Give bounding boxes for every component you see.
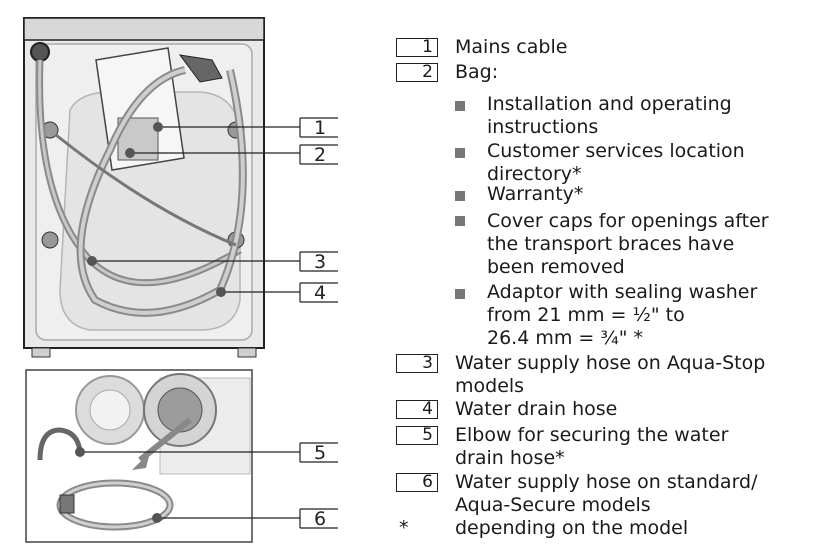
bag-item-5-line-3: 26.4 mm = ¾" *: [487, 327, 644, 349]
bag-item-2-line-1: Customer services location: [487, 140, 745, 162]
legend-number-2: 2: [396, 63, 438, 82]
callout-2-label: 2: [314, 144, 326, 166]
bag-item-2-line-2: directory*: [487, 163, 582, 185]
callout-4: 4: [216, 282, 338, 304]
callout-3-label: 3: [314, 251, 326, 273]
legend-text-4: Water drain hose: [455, 398, 618, 420]
callout-1-label: 1: [314, 117, 326, 139]
legend-number-3: 3: [396, 354, 438, 373]
bag-item-5-line-2: from 21 mm = ½" to: [487, 304, 685, 326]
machine-back-view: [23, 17, 265, 358]
bag-item-4-line-3: been removed: [487, 256, 625, 278]
bag-item-bullet: [455, 191, 465, 201]
legend-number-1: 1: [396, 38, 438, 57]
callout-5: 5: [75, 442, 338, 464]
legend-text-5-line-1: Elbow for securing the water: [455, 424, 729, 446]
legend-text-5-line-2: drain hose*: [455, 447, 565, 469]
legend-text-1: Mains cable: [455, 36, 568, 58]
legend-text-3-line-1: Water supply hose on Aqua-Stop: [455, 352, 766, 374]
callout-3: 3: [87, 251, 338, 273]
legend-text-6-line-2: Aqua-Secure models: [455, 494, 651, 516]
accessories-inset: [25, 369, 253, 543]
callout-6-label: 6: [314, 508, 326, 530]
bag-item-bullet: [455, 289, 465, 299]
callout-4-label: 4: [314, 282, 326, 304]
bag-item-4-line-1: Cover caps for openings after: [487, 210, 769, 232]
legend-number-5: 5: [396, 426, 438, 445]
bag-item-bullet: [455, 148, 465, 158]
footnote-text: depending on the model: [455, 517, 689, 539]
callout-1: 1: [153, 117, 338, 139]
bag-item-3-line-1: Warranty*: [487, 183, 584, 205]
bag-item-1-line-2: instructions: [487, 116, 599, 138]
legend-number-6: 6: [396, 473, 438, 492]
bag-item-bullet: [455, 216, 465, 226]
callout-2: 2: [125, 144, 338, 166]
legend-text-3-line-2: models: [455, 375, 525, 397]
bag-item-5-line-1: Adaptor with sealing washer: [487, 281, 758, 303]
callout-6: 6: [152, 508, 338, 530]
bag-item-1-line-1: Installation and operating: [487, 93, 732, 115]
legend-number-4: 4: [396, 400, 438, 419]
callout-5-label: 5: [314, 442, 326, 464]
bag-item-4-line-2: the transport braces have: [487, 233, 735, 255]
legend-text-6-line-1: Water supply hose on standard/: [455, 471, 758, 493]
callouts: 1 2 3 4: [75, 117, 338, 530]
footnote-mark: *: [399, 517, 409, 539]
bag-item-bullet: [455, 101, 465, 111]
legend-text-2: Bag:: [455, 61, 499, 83]
